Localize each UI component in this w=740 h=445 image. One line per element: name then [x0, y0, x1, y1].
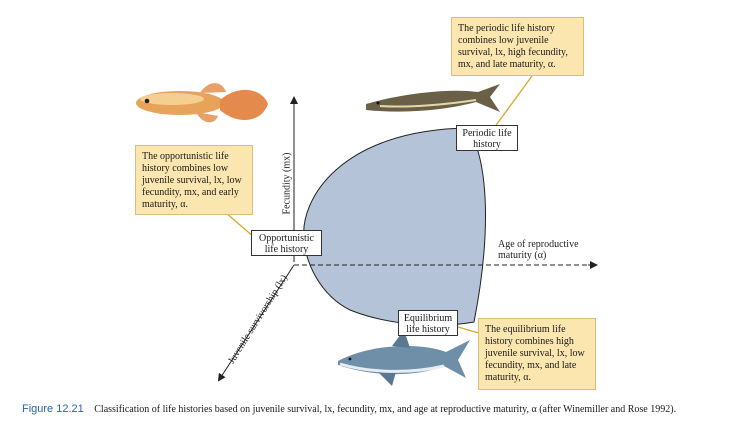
periodic-label: Periodic life history [456, 125, 518, 151]
caption-text: Classification of life histories based o… [94, 404, 677, 415]
maturity-axis-label: Age of reproductive maturity (α) [498, 239, 579, 261]
periodic-callout: The periodic life history combines low j… [451, 17, 584, 76]
opportunistic-leader-line [224, 211, 256, 239]
sturgeon-fish-icon [366, 84, 500, 112]
figure-caption: Figure 12.21 Classification of life hist… [22, 403, 722, 416]
equilibrium-label: Equilibrium life history [398, 310, 458, 336]
guppy-fish-icon [136, 83, 268, 123]
figure-number: Figure 12.21 [22, 403, 84, 415]
opportunistic-label: Opportunistic life history [251, 230, 322, 256]
survivorship-axis [217, 264, 295, 382]
opportunistic-callout: The opportunistic life history combines … [135, 145, 253, 215]
life-history-region [303, 127, 486, 326]
fecundity-axis-label: Fecundity (mx) [281, 152, 293, 215]
shark-icon [338, 330, 470, 386]
periodic-leader-line [493, 75, 533, 129]
equilibrium-callout: The equilibrium life history combines hi… [478, 318, 596, 390]
